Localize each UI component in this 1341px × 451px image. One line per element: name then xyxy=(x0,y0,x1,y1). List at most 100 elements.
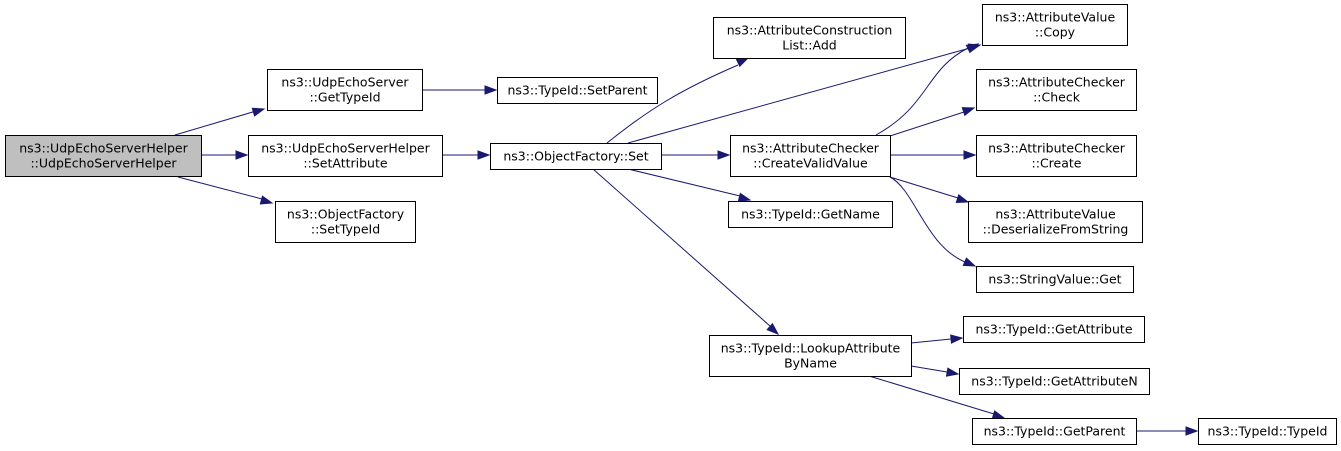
node-label-line: ns3::AttributeChecker xyxy=(742,141,880,156)
node-udp-helper-ctor[interactable]: ns3::UdpEchoServerHelper::UdpEchoServerH… xyxy=(5,135,202,177)
node-box xyxy=(267,69,423,111)
edge-typeid_lookupattributebyname-to-typeid_getattributen xyxy=(910,365,960,377)
arrow-head-icon xyxy=(991,410,1006,420)
node-box xyxy=(248,135,443,177)
node-label-line: ns3::AttributeChecker xyxy=(988,75,1126,90)
arrow-head-icon xyxy=(717,150,731,160)
node-box xyxy=(968,201,1143,243)
arrow-head-icon xyxy=(259,195,274,205)
edge-line xyxy=(889,176,959,199)
node-label-line: ns3::TypeId::SetParent xyxy=(507,83,647,98)
edge-udp_helper_ctor-to-udp_server_gettypeid xyxy=(174,107,266,136)
arrow-head-icon xyxy=(950,334,964,344)
arrow-head-icon xyxy=(737,192,752,202)
node-box xyxy=(976,135,1137,177)
node-box xyxy=(959,368,1150,395)
node-udp-server-gettypeid[interactable]: ns3::UdpEchoServer::GetTypeId xyxy=(267,69,423,111)
node-box xyxy=(1198,418,1337,445)
edge-line xyxy=(174,110,257,136)
node-label-line: ns3::TypeId::TypeId xyxy=(1208,424,1328,439)
node-label-line: ns3::AttributeConstruction xyxy=(727,23,893,38)
node-label-line: ::Check xyxy=(1033,90,1081,105)
edge-typeid_lookupattributebyname-to-typeid_getattribute xyxy=(910,334,964,344)
node-box xyxy=(728,201,893,228)
node-label-line: ns3::TypeId::GetParent xyxy=(984,424,1126,439)
arrow-head-icon xyxy=(963,150,977,160)
node-udp-helper-setattribute[interactable]: ns3::UdpEchoServerHelper::SetAttribute xyxy=(248,135,443,177)
node-typeid-getparent[interactable]: ns3::TypeId::GetParent xyxy=(972,418,1137,445)
node-label-line: ns3::AttributeChecker xyxy=(988,141,1126,156)
node-typeid-getname[interactable]: ns3::TypeId::GetName xyxy=(728,201,893,228)
arrow-head-icon xyxy=(735,57,750,68)
node-box xyxy=(976,69,1137,111)
edge-line xyxy=(592,168,771,327)
edge-typeid_getparent-to-typeid_typeid xyxy=(1136,426,1199,436)
node-attrchecker-create[interactable]: ns3::AttributeChecker::Create xyxy=(976,135,1137,177)
node-label-line: ::SetTypeId xyxy=(311,222,380,237)
edge-attrchecker_createvalidvalue-to-attrchecker_check xyxy=(889,107,976,137)
node-label-line: ::GetTypeId xyxy=(309,90,380,105)
edge-line xyxy=(875,47,969,136)
node-label-line: ::UdpEchoServerHelper xyxy=(30,156,177,171)
edge-line xyxy=(889,111,965,137)
node-label-line: ns3::ObjectFactory xyxy=(287,207,405,222)
node-box xyxy=(5,135,202,177)
edge-line xyxy=(177,176,263,200)
node-objectfactory-set[interactable]: ns3::ObjectFactory::Set xyxy=(490,143,662,170)
edge-line xyxy=(889,176,966,263)
node-objectfactory-settypeid[interactable]: ns3::ObjectFactory::SetTypeId xyxy=(275,201,416,243)
arrow-head-icon xyxy=(945,367,960,377)
edge-attrchecker_createvalidvalue-to-attrvalue_deserializefromstring xyxy=(889,176,970,203)
arrow-head-icon xyxy=(965,43,980,54)
node-label-line: ns3::TypeId::LookupAttribute xyxy=(721,341,901,356)
node-box xyxy=(497,77,658,104)
node-box xyxy=(972,418,1137,445)
node-box xyxy=(976,266,1134,293)
node-attrvalue-deserializefromstring[interactable]: ns3::AttributeValue::DeserializeFromStri… xyxy=(968,201,1143,243)
arrow-head-icon xyxy=(235,150,249,160)
node-box xyxy=(713,17,906,59)
arrow-head-icon xyxy=(477,150,491,160)
node-typeid-setparent[interactable]: ns3::TypeId::SetParent xyxy=(497,77,658,104)
node-stringvalue-get[interactable]: ns3::StringValue::Get xyxy=(976,266,1134,293)
node-label-line: ns3::AttributeValue xyxy=(995,207,1116,222)
arrow-head-icon xyxy=(1185,426,1199,436)
edge-udp_helper_ctor-to-objectfactory_settypeid xyxy=(177,176,274,205)
node-label-line: ns3::UdpEchoServerHelper xyxy=(19,141,188,156)
node-label-line: ns3::ObjectFactory::Set xyxy=(503,149,648,164)
edge-attrchecker_createvalidvalue-to-attrchecker_create xyxy=(890,150,977,160)
arrow-head-icon xyxy=(484,85,498,95)
node-attrchecker-createvalidvalue[interactable]: ns3::AttributeChecker::CreateValidValue xyxy=(730,135,891,177)
edge-attrchecker_createvalidvalue-to-attrvalue_copy xyxy=(875,43,980,136)
arrow-head-icon xyxy=(961,107,976,117)
node-label-line: ns3::TypeId::GetAttributeN xyxy=(971,374,1137,389)
node-typeid-getattribute[interactable]: ns3::TypeId::GetAttribute xyxy=(963,316,1145,343)
node-label-line: ns3::UdpEchoServerHelper xyxy=(261,141,430,156)
arrow-head-icon xyxy=(766,322,780,335)
edge-objectfactory_set-to-attrchecker_createvalidvalue xyxy=(661,150,731,160)
node-typeid-typeid[interactable]: ns3::TypeId::TypeId xyxy=(1198,418,1337,445)
node-attrvalue-copy[interactable]: ns3::AttributeValue::Copy xyxy=(982,4,1128,46)
edge-objectfactory_set-to-typeid_lookupattributebyname xyxy=(592,168,780,335)
edge-attrchecker_createvalidvalue-to-stringvalue_get xyxy=(889,176,977,267)
edge-line xyxy=(910,365,948,373)
edge-line xyxy=(868,375,995,415)
arrow-head-icon xyxy=(955,194,970,203)
node-label-line: ::CreateValidValue xyxy=(753,156,868,171)
node-label-line: ::Copy xyxy=(1035,25,1076,40)
edge-line xyxy=(910,338,952,344)
arrow-head-icon xyxy=(251,107,266,117)
arrow-head-icon xyxy=(962,257,977,267)
node-label-line: ns3::UdpEchoServer xyxy=(281,75,409,90)
node-label-line: ns3::AttributeValue xyxy=(995,10,1116,25)
node-label-line: ::DeserializeFromString xyxy=(983,222,1129,237)
edge-line xyxy=(606,64,739,144)
node-attrchecker-check[interactable]: ns3::AttributeChecker::Check xyxy=(976,69,1137,111)
node-box xyxy=(490,143,662,170)
node-typeid-getattributen[interactable]: ns3::TypeId::GetAttributeN xyxy=(959,368,1150,395)
node-box xyxy=(982,4,1128,46)
node-label-line: ByName xyxy=(784,356,837,371)
